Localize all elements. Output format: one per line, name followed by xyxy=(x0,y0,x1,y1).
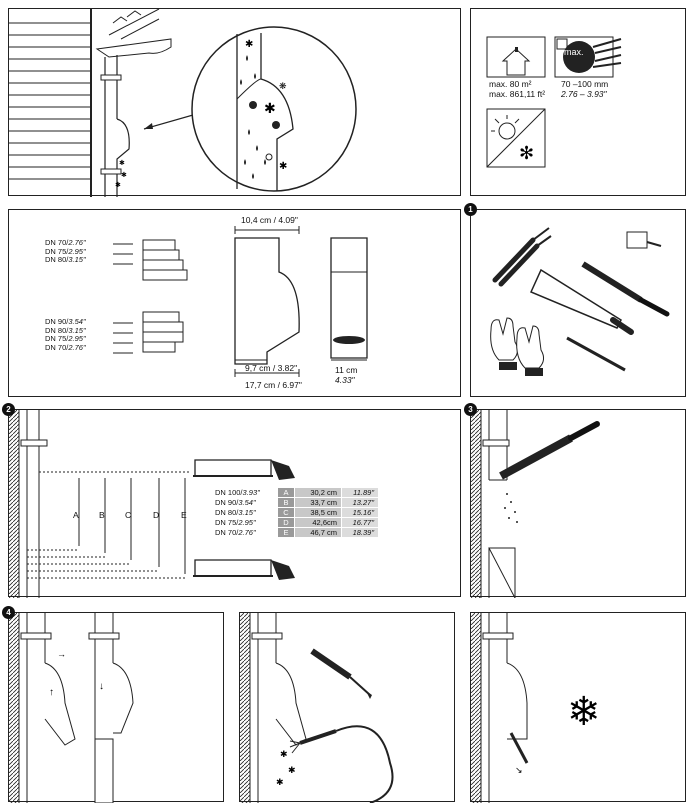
deburr-panel xyxy=(470,409,686,598)
cut-length-panel: A B C D E DN 100/3.93" DN 90/3.54" DN 80… xyxy=(8,409,461,598)
tools-illustration xyxy=(490,227,670,376)
roof-area-imperial: max. 861,11 ft² xyxy=(489,89,546,99)
svg-text:✻: ✻ xyxy=(519,143,534,163)
length-letter-b: B xyxy=(99,510,105,520)
svg-text:✱: ✱ xyxy=(276,777,284,787)
overview-panel: ✱✱ ✱ ✱ ✱ ❋ ✱ xyxy=(8,8,461,197)
svg-text:✱: ✱ xyxy=(264,100,276,116)
step-4-badge: 4 xyxy=(2,606,15,619)
length-letter-d: D xyxy=(153,510,160,520)
winter-panel: ↘ ❄ xyxy=(470,612,686,803)
svg-text:↓: ↓ xyxy=(99,681,104,692)
svg-text:↑: ↑ xyxy=(49,687,54,698)
deburr-illustration xyxy=(471,410,600,598)
house-illustration: ✱✱ ✱ ✱ ✱ ❋ ✱ xyxy=(9,9,357,197)
total-width-label: 17,7 cm / 6.97" xyxy=(245,380,302,390)
diameter-imperial: 2.76 – 3.93" xyxy=(561,89,607,99)
length-letter-c: C xyxy=(125,510,132,520)
svg-text:❋: ❋ xyxy=(279,81,287,91)
step-3-badge: 3 xyxy=(464,403,477,416)
cleaning-panel: ✱✱ ✱ xyxy=(239,612,455,803)
dimensions-panel: DN 70/2.76" DN 75/2.95" DN 80/3.15" DN 9… xyxy=(8,209,461,397)
bottom-width-label: 9,7 cm / 3.82" xyxy=(245,363,298,373)
svg-text:✱: ✱ xyxy=(279,161,287,172)
diameter-metric: 70 –100 mm xyxy=(561,79,609,89)
winter-illustration: ↘ ❄ xyxy=(471,613,601,803)
svg-text:❄: ❄ xyxy=(567,690,601,734)
tools-panel xyxy=(470,209,686,397)
cut-dn-list: DN 100/3.93" DN 90/3.54" DN 80/3.15" DN … xyxy=(215,488,260,537)
svg-text:✱: ✱ xyxy=(280,749,288,759)
position-illustration: ↑ → ↓ xyxy=(9,613,134,803)
side-width-cm: 11 cm xyxy=(335,365,358,375)
spec-icons: ✻ xyxy=(486,36,622,168)
svg-text:✱: ✱ xyxy=(121,171,127,179)
position-panel: ↑ → ↓ xyxy=(8,612,224,803)
length-letter-a: A xyxy=(73,510,79,520)
svg-text:↘: ↘ xyxy=(515,765,523,775)
cleaning-illustration: ✱✱ ✱ xyxy=(240,613,394,803)
dn-list-lower: DN 90/3.54" DN 80/3.15" DN 75/2.95" DN 7… xyxy=(45,317,86,352)
max-badge-label: max. xyxy=(564,47,584,57)
top-width-label: 10,4 cm / 4.09" xyxy=(241,215,298,225)
svg-text:→: → xyxy=(57,649,66,659)
step-1-badge: 1 xyxy=(464,203,477,216)
adapter-drawing xyxy=(113,226,368,377)
step-2-badge: 2 xyxy=(2,403,15,416)
roof-area-metric: max. 80 m² xyxy=(489,79,532,89)
svg-text:✱: ✱ xyxy=(288,765,296,775)
cut-length-diagram xyxy=(9,410,295,598)
dn-list-upper: DN 70/2.76" DN 75/2.95" DN 80/3.15" xyxy=(45,238,86,265)
svg-text:✱: ✱ xyxy=(245,39,253,50)
side-width-inch: 4.33" xyxy=(335,375,355,385)
specifications-panel: ✻ max. max. 80 m² max. 861,11 ft² 70 –10… xyxy=(470,8,686,196)
length-letter-e: E xyxy=(181,510,187,520)
svg-text:✱: ✱ xyxy=(119,159,125,167)
svg-text:✱: ✱ xyxy=(115,181,121,189)
